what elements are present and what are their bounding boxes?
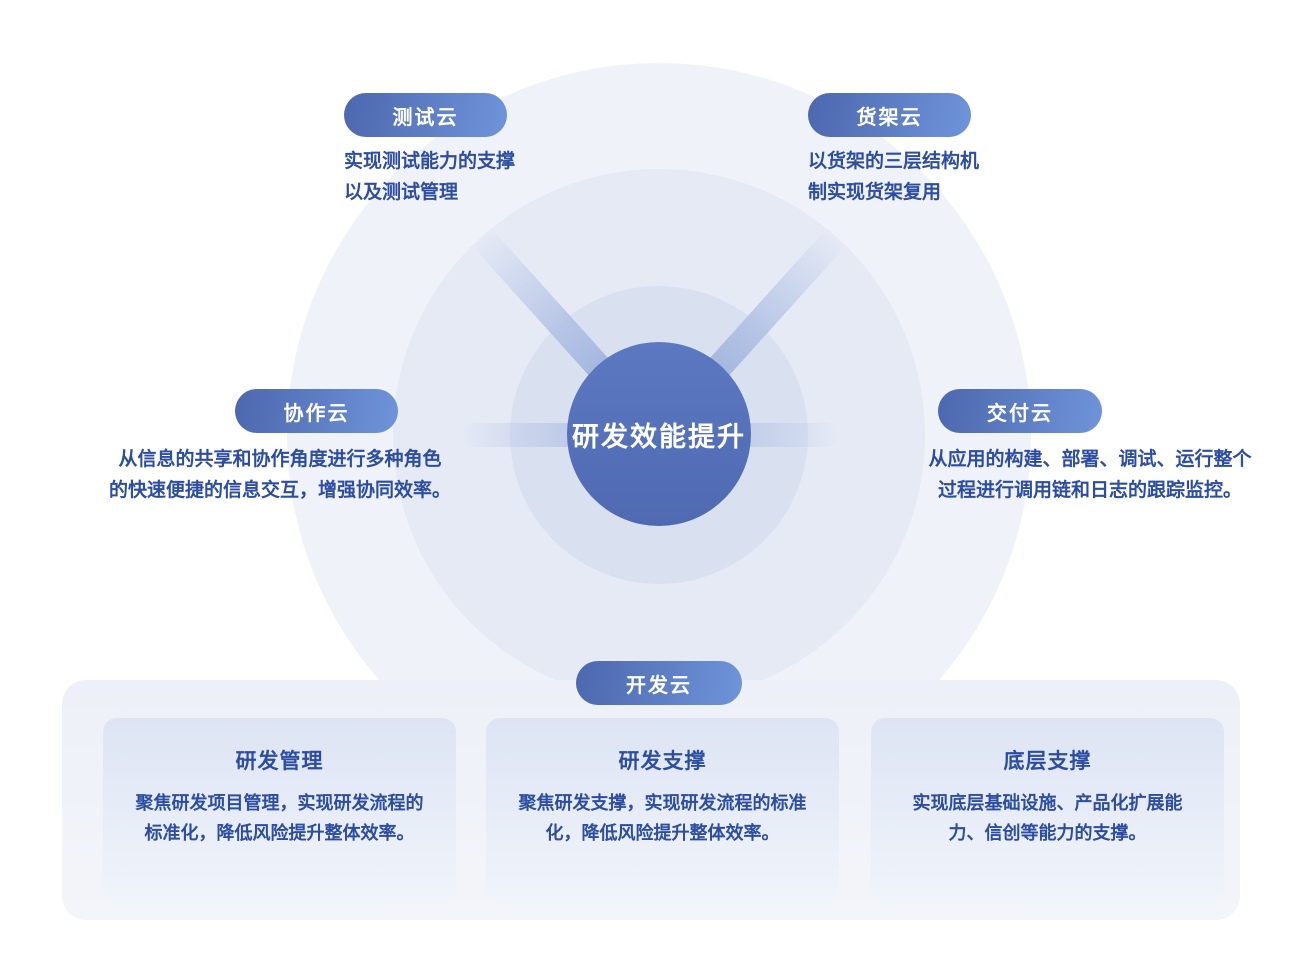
card-title: 研发管理 — [235, 750, 324, 773]
card-description: 实现底层基础设施、产品化扩展能 力、信创等能力的支撑。 — [912, 793, 1183, 843]
delivery-cloud-pill: 交付云 — [938, 389, 1102, 433]
card-rd-support: 研发支撑 聚焦研发支撑，实现研发流程的标准 化，降低风险提升整体效率。 — [486, 718, 839, 903]
collab-cloud-pill: 协作云 — [235, 389, 398, 433]
center-node: 研发效能提升 — [567, 342, 751, 526]
center-node-label: 研发效能提升 — [572, 421, 746, 452]
test-cloud-description: 实现测试能力的支撑 以及测试管理 — [344, 151, 516, 203]
collab-cloud-description: 从信息的共享和协作角度进行多种角色 的快速便捷的信息交互，增强协同效率。 — [108, 449, 451, 501]
card-description: 聚焦研发项目管理，实现研发流程的 标准化，降低风险提升整体效率。 — [135, 793, 424, 843]
dev-cloud-pill: 开发云 — [576, 661, 742, 705]
card-title: 底层支撑 — [1003, 750, 1092, 773]
delivery-cloud-description: 从应用的构建、部署、调试、运行整个 过程进行调用链和日志的跟踪监控。 — [928, 449, 1252, 501]
dev-cloud-panel: 研发管理 聚焦研发项目管理，实现研发流程的 标准化，降低风险提升整体效率。 研发… — [62, 680, 1240, 920]
shelf-cloud-description: 以货架的三层结构机 制实现货架复用 — [808, 151, 980, 203]
test-cloud-pill: 测试云 — [344, 93, 507, 137]
card-underlying-support: 底层支撑 实现底层基础设施、产品化扩展能 力、信创等能力的支撑。 — [871, 718, 1224, 903]
card-description: 聚焦研发支撑，实现研发流程的标准 化，降低风险提升整体效率。 — [518, 793, 807, 843]
card-rd-management: 研发管理 聚焦研发项目管理，实现研发流程的 标准化，降低风险提升整体效率。 — [103, 718, 456, 903]
shelf-cloud-pill: 货架云 — [808, 93, 971, 137]
card-title: 研发支撑 — [618, 750, 707, 773]
